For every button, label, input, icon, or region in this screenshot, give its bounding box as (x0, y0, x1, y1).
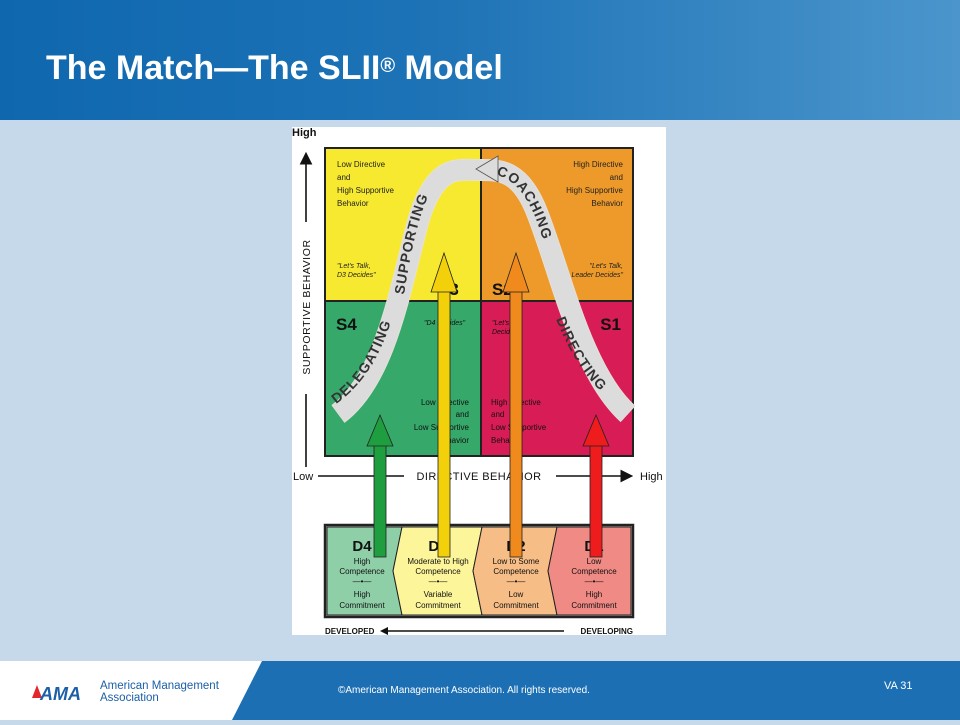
axis-y-high: High (292, 127, 317, 139)
svg-text:—•—: —•— (429, 577, 448, 586)
brand-mark: AMA (39, 684, 81, 704)
s1-line2: and (491, 410, 504, 419)
svg-text:—•—: —•— (353, 577, 372, 586)
d2-line2: Competence (493, 567, 539, 576)
title-bar: The Match—The SLII® Model (0, 0, 960, 120)
d2-line3: Low (509, 590, 524, 599)
quadrant-s4 (324, 300, 482, 457)
d3-line1: Moderate to High (407, 557, 468, 566)
d4-code: D4 (352, 538, 372, 555)
slide-title: The Match—The SLII® Model (46, 48, 503, 88)
ama-logo: AMA American Management Association (0, 661, 262, 720)
d4-line3: High (354, 590, 370, 599)
d3-line3: Variable (424, 590, 453, 599)
d4-line4: Commitment (339, 601, 385, 610)
s2-line1: High Directive (573, 160, 623, 169)
dev-cell-d1 (547, 526, 632, 616)
s2-line4: Behavior (591, 199, 623, 208)
dev-axis-left: DEVELOPED (325, 627, 375, 635)
s2-line3: High Supportive (566, 186, 623, 195)
s3-quote2: D3 Decides" (337, 272, 376, 279)
d2-line4: Commitment (493, 601, 539, 610)
d3-line4: Commitment (415, 601, 461, 610)
axis-x-high: High (640, 471, 663, 483)
s3-line2: and (337, 173, 350, 182)
footer-bar: AMA American Management Association ©Ame… (0, 661, 960, 720)
s3-line3: High Supportive (337, 186, 394, 195)
s1-quote1: "Let's (492, 320, 510, 327)
s4-line4: Behavior (437, 436, 469, 445)
axis-x-low: Low (293, 471, 313, 483)
s1-code: S1 (600, 315, 621, 334)
directive-behavior-axis: Low High DIRECTIVE BEHAVIOR (293, 469, 663, 483)
s1-quote2: Decides" (492, 329, 520, 336)
axis-x-label: DIRECTIVE BEHAVIOR (417, 471, 542, 483)
match-arrow-d3-s3 (430, 251, 458, 558)
registered-mark: ® (380, 55, 396, 77)
s1-line4: Behavior (491, 436, 523, 445)
dev-axis-right: DEVELOPING (581, 627, 633, 635)
axis-y-label: SUPPORTIVE BEHAVIOR (301, 239, 313, 374)
match-arrow-d2-s2 (502, 251, 530, 558)
d1-line4: Commitment (571, 601, 617, 610)
brand-line2: Association (100, 692, 159, 704)
s2-quote1: "Let's Talk, (589, 263, 623, 270)
brand-line1: American Management (100, 680, 220, 692)
slii-model-diagram: High SUPPORTIVE BEHAVIOR Low Directive a… (292, 127, 666, 636)
s4-line2: and (456, 410, 469, 419)
s3-line4: Behavior (337, 199, 369, 208)
d3-line2: Competence (415, 567, 461, 576)
svg-text:—•—: —•— (507, 577, 526, 586)
svg-text:—•—: —•— (585, 577, 604, 586)
development-continuum: D4 High Competence —•— High Commitment D… (323, 523, 635, 636)
d1-line1: Low (587, 557, 602, 566)
d2-line1: Low to Some (493, 557, 540, 566)
d1-line2: Competence (571, 567, 617, 576)
slide-number: VA 31 (884, 680, 913, 692)
d4-line2: Competence (339, 567, 385, 576)
s3-line1: Low Directive (337, 160, 386, 169)
s4-code: S4 (336, 315, 357, 334)
match-arrows (366, 251, 610, 558)
d1-line3: High (586, 590, 602, 599)
s2-line2: and (610, 173, 623, 182)
d4-line1: High (354, 557, 370, 566)
s2-quote2: Leader Decides" (571, 272, 623, 279)
slide-title-suffix: Model (395, 49, 503, 87)
match-arrow-d4-s4 (366, 413, 394, 558)
match-arrow-d1-s1 (582, 413, 610, 558)
slide-title-text: The Match—The SLII (46, 49, 381, 87)
curve-arrow-head (475, 155, 499, 183)
s3-quote1: "Let's Talk, (337, 263, 371, 270)
supportive-behavior-axis: High SUPPORTIVE BEHAVIOR (292, 127, 317, 467)
copyright-text: ©American Management Association. All ri… (338, 685, 590, 696)
